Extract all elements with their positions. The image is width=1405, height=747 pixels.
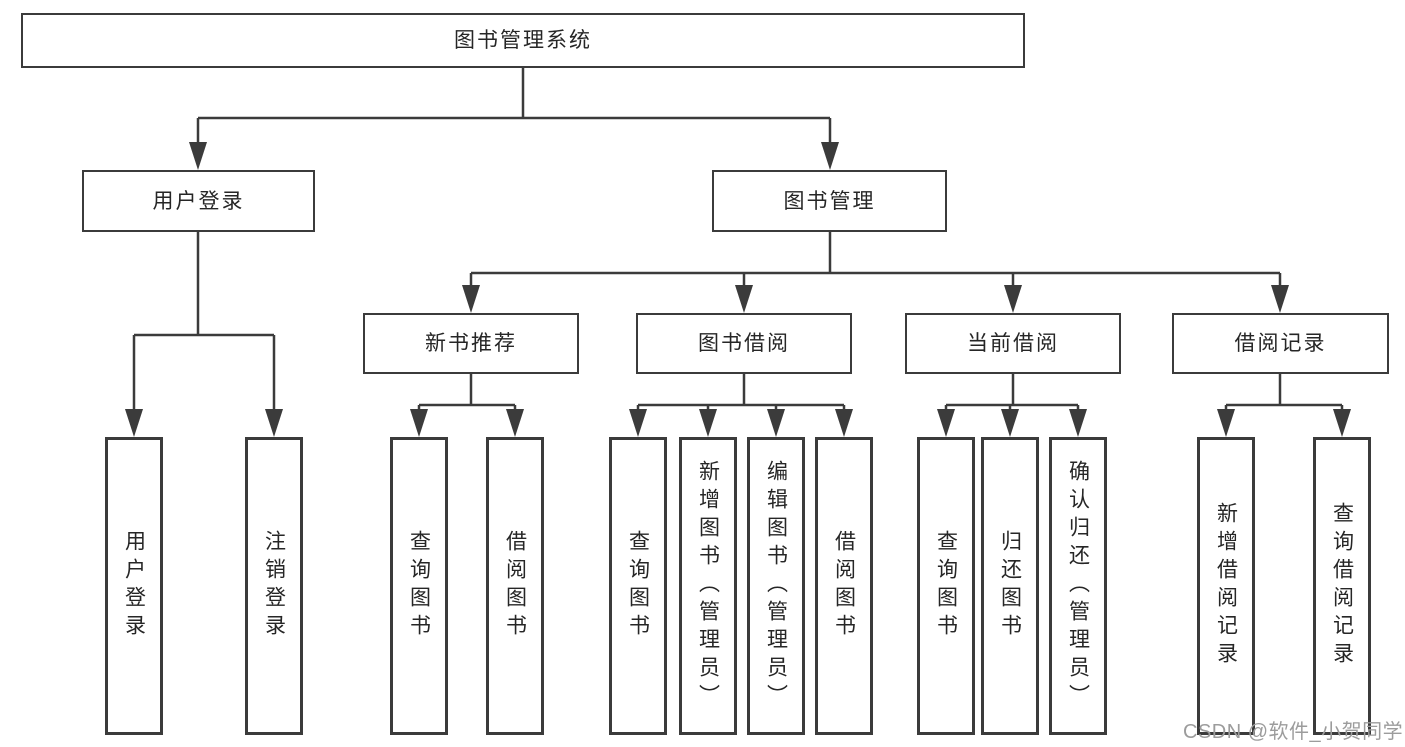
node-label: 借阅图书	[832, 530, 856, 642]
node-label: 当前借阅	[967, 332, 1059, 355]
leaf-add-books-admin: 新增图书（管理员）	[679, 437, 737, 735]
leaf-borrow-books-recommend: 借阅图书	[486, 437, 544, 735]
connector-book-management-children	[462, 232, 1289, 313]
node-label: 图书借阅	[698, 332, 790, 355]
leaf-return-books: 归还图书	[981, 437, 1039, 735]
node-label: 新增借阅记录	[1214, 502, 1238, 670]
node-book-management: 图书管理	[712, 170, 947, 232]
connector-new-book-recommend-children	[410, 374, 524, 437]
node-label: 用户登录	[152, 189, 245, 213]
node-current-borrow: 当前借阅	[905, 313, 1121, 374]
node-label: 查询图书	[934, 530, 958, 642]
leaf-logout-login: 注销登录	[245, 437, 303, 735]
leaf-query-borrow-record: 查询借阅记录	[1313, 437, 1371, 735]
leaf-borrow-books-borrow: 借阅图书	[815, 437, 873, 735]
node-label: 确认归还（管理员）	[1066, 460, 1090, 712]
node-label: 用户登录	[122, 530, 146, 642]
node-library-system: 图书管理系统	[21, 13, 1025, 68]
node-label: 查询图书	[407, 530, 431, 642]
node-label: 图书管理	[783, 189, 876, 213]
node-label: 图书管理系统	[454, 29, 592, 52]
node-new-book-recommend: 新书推荐	[363, 313, 579, 374]
node-label: 归还图书	[998, 530, 1022, 642]
node-borrow-records: 借阅记录	[1172, 313, 1389, 374]
leaf-query-books-current: 查询图书	[917, 437, 975, 735]
node-label: 新增图书（管理员）	[696, 460, 720, 712]
node-label: 借阅记录	[1234, 332, 1327, 355]
node-label: 查询图书	[626, 530, 650, 642]
leaf-query-books-borrow: 查询图书	[609, 437, 667, 735]
leaf-edit-books-admin: 编辑图书（管理员）	[747, 437, 805, 735]
node-label: 新书推荐	[425, 332, 517, 355]
connector-current-borrow-children	[937, 374, 1087, 437]
leaf-add-borrow-record: 新增借阅记录	[1197, 437, 1255, 735]
connector-root-to-level2	[189, 68, 839, 170]
connector-borrow-records-children	[1217, 374, 1351, 437]
node-label: 借阅图书	[503, 530, 527, 642]
node-label: 查询借阅记录	[1330, 502, 1354, 670]
leaf-confirm-return-admin: 确认归还（管理员）	[1049, 437, 1107, 735]
connector-user-login-children	[125, 232, 283, 437]
node-label: 注销登录	[262, 530, 286, 642]
node-label: 编辑图书（管理员）	[764, 460, 788, 712]
connector-book-borrow-children	[629, 374, 853, 437]
csdn-watermark: CSDN @软件_小贺同学	[1183, 721, 1404, 743]
leaf-user-login: 用户登录	[105, 437, 163, 735]
leaf-query-books-recommend: 查询图书	[390, 437, 448, 735]
node-book-borrow: 图书借阅	[636, 313, 852, 374]
node-user-login: 用户登录	[82, 170, 315, 232]
